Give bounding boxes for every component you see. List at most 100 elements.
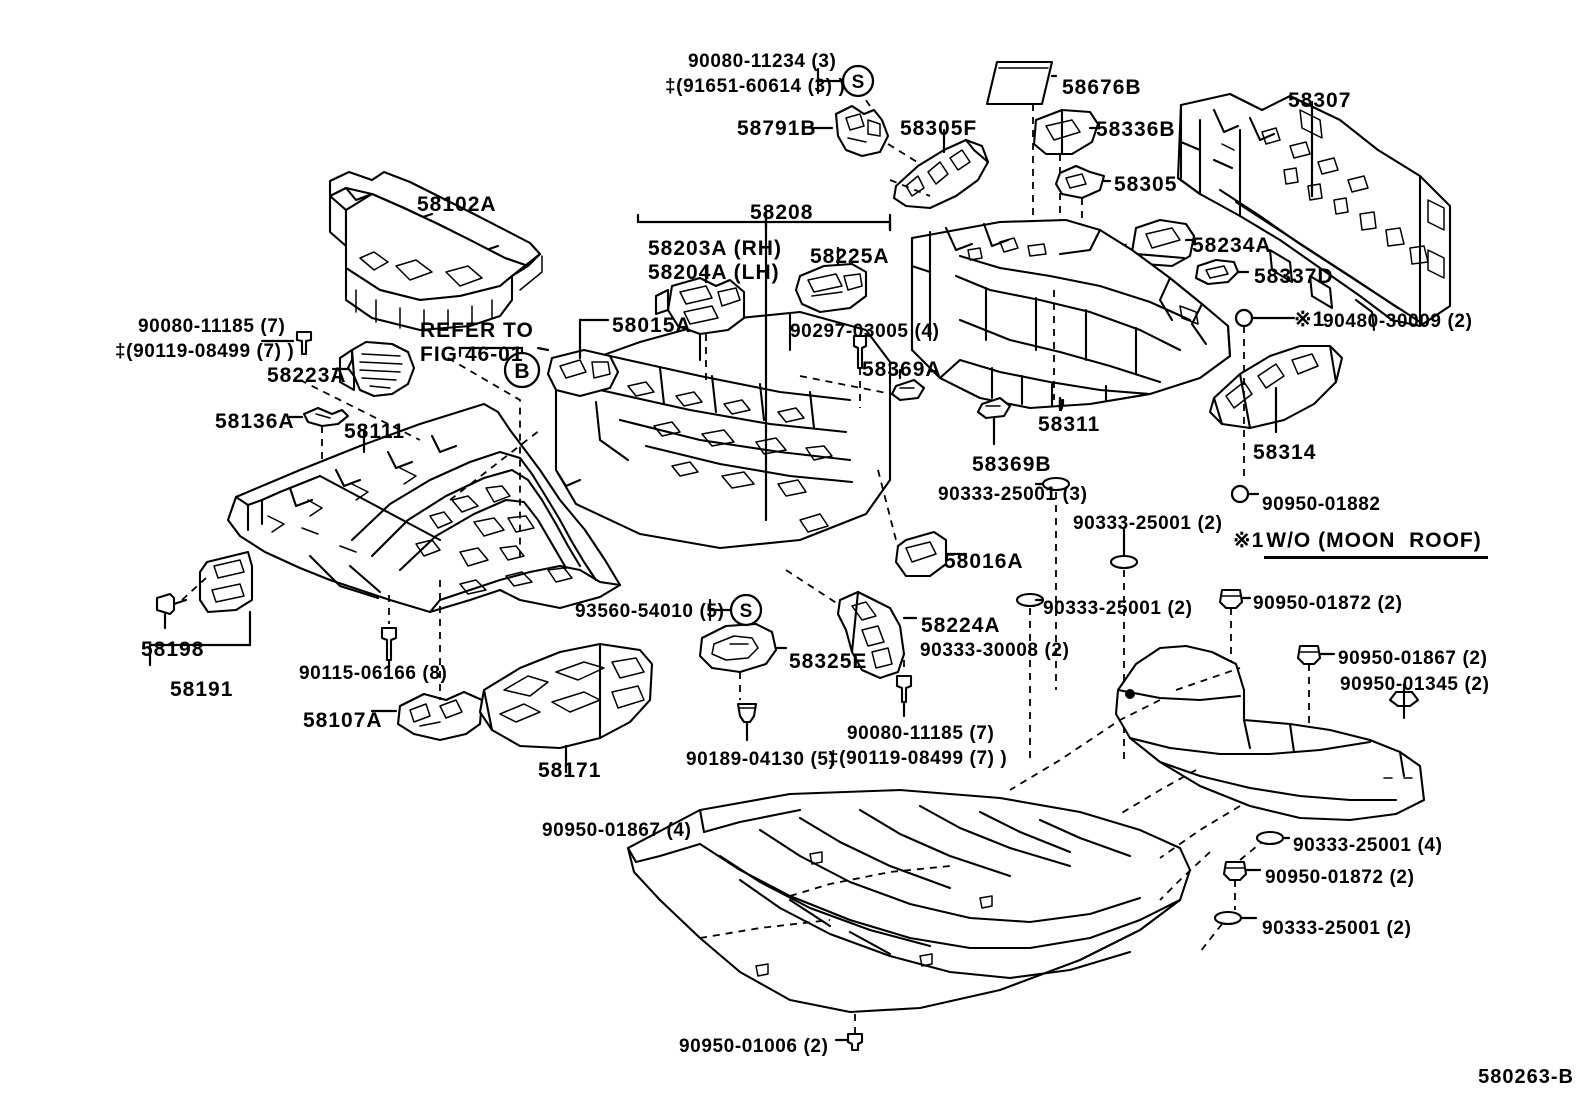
label-58307: 58307: [1288, 89, 1352, 112]
label-58676b: 58676B: [1062, 76, 1142, 99]
label-58015a: 58015A: [612, 314, 692, 337]
label-58204a: 58204A (LH): [648, 261, 780, 284]
label-90080-11185-bot: 90080-11185 (7): [847, 723, 995, 744]
part-58791b-bracket: [834, 104, 890, 158]
label-90080-11234: 90080-11234 (3): [688, 51, 837, 72]
part-58107a-reinforcement: [396, 690, 484, 742]
part-58208-center-floor-panel: [554, 310, 892, 550]
part-58203a-side-member: [654, 276, 746, 336]
label-90297-03005: 90297-03005 (4): [790, 321, 940, 342]
part-58369b-clip: [976, 396, 1012, 420]
part-58224a-bracket: [836, 590, 906, 680]
part-58307-lower-back-panel: [1176, 92, 1452, 332]
part-58016a-plate: [894, 530, 948, 578]
label-58111: 58111: [344, 420, 406, 443]
fastener-90950-01867-b: [1296, 644, 1322, 666]
label-58191: 58191: [170, 678, 234, 701]
label-93560-54010: 93560-54010 (5): [575, 601, 725, 622]
label-90333-25001-2a: 90333-25001 (2): [1073, 513, 1223, 534]
label-58325e: 58325E: [789, 650, 868, 673]
fastener-90950-01345: [1388, 682, 1420, 720]
fastener-90480-30009: [1234, 308, 1254, 328]
fastener-90115-06166: [380, 626, 398, 662]
part-58171-crossmember: [478, 642, 654, 750]
label-58203a: 58203A (RH): [648, 237, 782, 260]
part-58325e-cover: [698, 622, 778, 674]
label-58107a: 58107A: [303, 709, 383, 732]
label-90950-01006: 90950-01006 (2): [679, 1036, 829, 1057]
part-58136a-bracket: [302, 406, 350, 428]
part-58015a-plate: [546, 348, 620, 398]
fastener-90189-04130: [736, 702, 758, 724]
part-58337d-bracket: [1194, 258, 1240, 286]
fastener-90950-01872-a: [1218, 588, 1244, 610]
asterisk-marker-icon: ※1: [1233, 529, 1265, 552]
label-91651-60614: ‡(91651-60614 (3) ): [665, 76, 846, 97]
part-58336b-bracket: [1032, 108, 1100, 156]
part-58311-rear-floor-pan: [910, 218, 1232, 410]
label-58198: 58198: [141, 638, 205, 661]
label-58225a: 58225A: [810, 245, 890, 268]
label-58337d: 58337D: [1254, 265, 1334, 288]
label-58234a: 58234A: [1192, 234, 1272, 257]
label-58791b: 58791B: [737, 117, 817, 140]
figure-id: 580263-B: [1478, 1066, 1574, 1088]
label-90950-01872-b: 90950-01872 (2): [1265, 867, 1415, 888]
svg-text:S: S: [852, 72, 865, 93]
label-90333-30008: 90333-30008 (2): [920, 640, 1070, 661]
fastener-90333-25001-e: [1213, 910, 1243, 926]
label-58311: 58311: [1038, 413, 1101, 436]
fastener-90333-30008: [895, 674, 913, 704]
part-58191-bracket: [198, 550, 254, 614]
fastener-90297-03005: [852, 334, 868, 370]
label-90333-25001-3: 90333-25001 (3): [938, 484, 1088, 505]
fastener-90950-01882: [1230, 484, 1250, 504]
label-58223a: 58223A: [267, 364, 347, 387]
label-fig-46-01: FIG 46-01: [420, 343, 524, 366]
label-58369a: 58369A: [862, 358, 942, 381]
note-moonroof: ※1W/O (MOON ROOF): [1233, 528, 1488, 559]
label-90950-01872-a: 90950-01872 (2): [1253, 593, 1403, 614]
label-90333-25001-4: 90333-25001 (4): [1293, 835, 1443, 856]
label-58336b: 58336B: [1096, 118, 1176, 141]
part-58676b-pad: [985, 60, 1054, 106]
symbol-s-circle-top: S: [841, 64, 875, 98]
label-90480-30009: 90480-30009 (2): [1323, 311, 1473, 332]
label-58171: 58171: [538, 759, 602, 782]
part-rear-floor-silencer: [1114, 644, 1426, 822]
part-58225a-reinforcement: [794, 262, 868, 314]
label-90119-08499-top: ‡(90119-08499 (7) ): [115, 341, 295, 362]
label-58016a: 58016A: [944, 550, 1024, 573]
fastener-90080-11185-top: [295, 330, 313, 356]
label-58314: 58314: [1253, 441, 1317, 464]
label-90080-11185-top: 90080-11185 (7): [138, 316, 286, 337]
fastener-58198-bolt: [155, 592, 188, 616]
part-58369a-clip: [890, 378, 926, 402]
part-front-floor-silencer: [626, 788, 1192, 1014]
fastener-90950-01006: [846, 1032, 864, 1052]
label-58224a: 58224A: [921, 614, 1001, 637]
part-58305f-member: [892, 138, 990, 210]
part-58102a-crossmember: [328, 170, 543, 332]
svg-text:B: B: [514, 360, 529, 383]
svg-text:S: S: [740, 601, 753, 622]
label-refer-to: REFER TO: [420, 319, 534, 342]
fastener-90333-25001-b: [1109, 554, 1139, 570]
asterisk-marker-90480-icon: ※1: [1294, 308, 1326, 331]
symbol-b-circle-reference: B: [503, 351, 541, 389]
label-58102a: 58102A: [417, 193, 497, 216]
label-90333-25001-2b: 90333-25001 (2): [1043, 598, 1193, 619]
label-58305f: 58305F: [900, 117, 978, 140]
label-90950-01345: 90950-01345 (2): [1340, 674, 1490, 695]
symbol-s-circle-middle: S: [729, 593, 763, 627]
label-90189-04130: 90189-04130 (5): [686, 749, 836, 770]
label-58208: 58208: [750, 201, 814, 224]
part-58111-front-floor-pan: [226, 402, 622, 614]
note-moonroof-text: W/O (MOON ROOF): [1264, 528, 1488, 559]
label-58369b: 58369B: [972, 453, 1052, 476]
part-58305-bracket: [1054, 164, 1106, 200]
label-90333-25001-2c: 90333-25001 (2): [1262, 918, 1412, 939]
label-90119-08499-bot: ‡(90119-08499 (7) ): [828, 748, 1008, 769]
